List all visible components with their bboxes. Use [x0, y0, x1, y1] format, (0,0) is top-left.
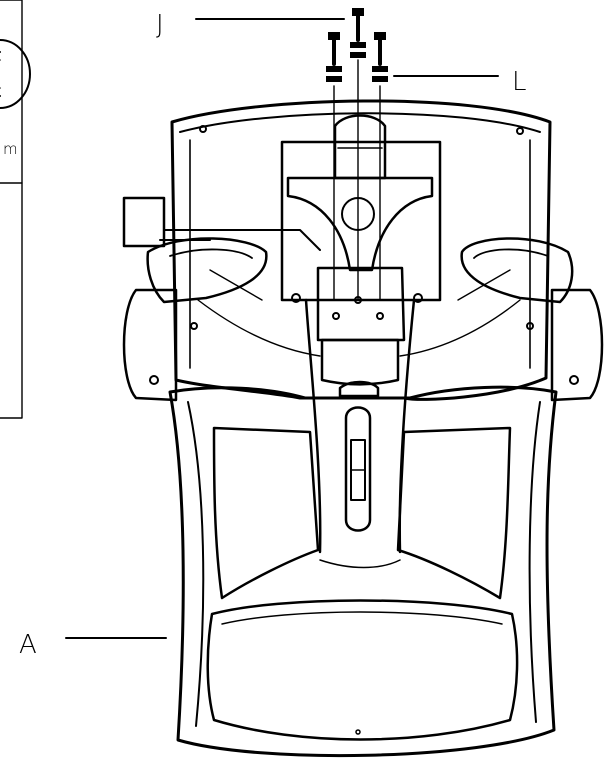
armrest-icon	[122, 196, 604, 402]
bolt-icon	[328, 8, 386, 301]
washer-icon	[326, 42, 388, 82]
inset-panel: m	[0, 0, 31, 419]
callout-l: L	[512, 67, 527, 97]
mechanism-icon	[280, 114, 442, 554]
inset-bolt-icon	[0, 39, 31, 109]
seat-pan-icon	[168, 385, 558, 758]
inset-fragment-text: m	[3, 140, 18, 158]
lever-icon	[344, 406, 372, 532]
callout-j: J	[156, 10, 164, 40]
callout-a: A	[19, 630, 37, 660]
chair-back-icon	[170, 99, 552, 401]
leader-lines	[65, 18, 499, 639]
